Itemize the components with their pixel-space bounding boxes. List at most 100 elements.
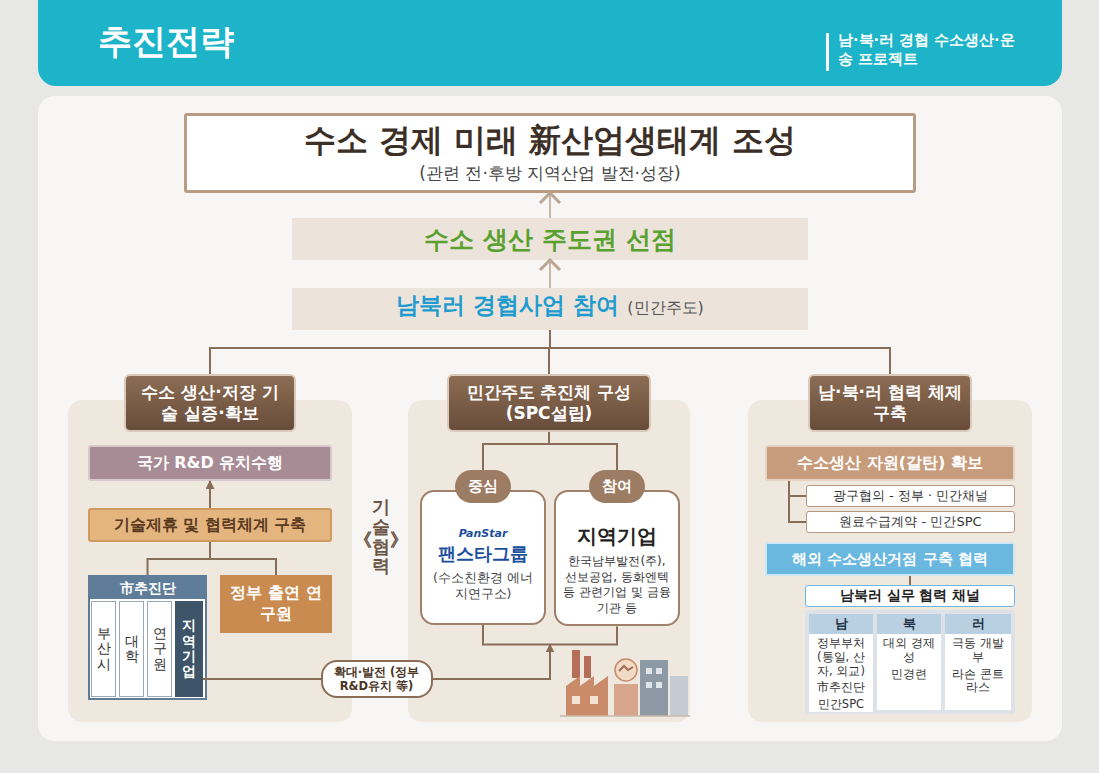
window	[656, 682, 662, 688]
goal-box: 수소 경제 미래 新산업생태계 조성 (관련 전·후방 지역산업 발전·성장)	[184, 113, 916, 193]
window	[646, 682, 652, 688]
chimney	[572, 650, 580, 678]
node-heading: 지역기업	[182, 618, 196, 680]
node-heading: 市추진단	[90, 577, 205, 599]
country-column: 북대외 경제성민경련	[877, 614, 941, 710]
connector	[483, 432, 549, 470]
connector	[549, 432, 617, 470]
connector	[210, 542, 276, 575]
node-text: 민경련	[889, 668, 929, 682]
header-band	[38, 0, 1062, 86]
building	[670, 676, 688, 716]
connector	[148, 542, 211, 575]
strategy-band: 남북러 경협사업 참여 (민간주도)	[292, 288, 808, 330]
node-text: 극동 개발부	[945, 637, 1011, 665]
node-heading: 기술제휴 및 협력체계 구축	[114, 515, 307, 536]
connector	[210, 330, 550, 374]
node-heading: 남북러 실무 협력 채널	[840, 587, 981, 605]
entity-box: 중심PanStar팬스타그룹(수소친환경 에너지연구소)	[420, 490, 546, 625]
connector	[789, 481, 806, 496]
node-text: 市추진단	[815, 681, 867, 695]
bracket-mark: 》	[390, 528, 410, 552]
node-text: 라손 콘트라스	[945, 668, 1011, 696]
window	[572, 696, 580, 704]
strategy-band: 수소 생산 주도권 선점	[292, 218, 808, 260]
node-heading: 민간주도 추진체 구성 (SPC설립)	[447, 374, 651, 432]
node-heading: 정부 출연 연구원	[226, 583, 326, 625]
connector	[203, 644, 550, 679]
node-text: 팬스타그룹	[438, 542, 528, 566]
node-heading: 원료수급계약 - 민간SPC	[839, 513, 981, 531]
member-column: 대학	[119, 601, 144, 697]
node-heading: 러	[945, 614, 1011, 634]
node-heading: 국가 R&D 유치수행	[137, 453, 284, 473]
window	[590, 696, 598, 704]
connector	[209, 481, 211, 508]
node-text: (관련 전·후방 지역산업 발전·성장)	[419, 162, 680, 185]
handshake-badge	[615, 659, 637, 681]
page-title: 추진전략	[98, 19, 234, 65]
process-box: 기술제휴 및 협력체계 구축	[88, 508, 332, 542]
ground-line	[560, 715, 690, 717]
connector	[549, 260, 551, 288]
node-text: 지역기업	[577, 523, 657, 550]
node-text: (민간주도)	[627, 298, 703, 319]
node-heading: 부산시	[97, 626, 111, 672]
country-column: 남정부부처 (통일, 산자, 외교) 市추진단민간SPC	[809, 614, 873, 712]
process-box: 국가 R&D 유치수행	[88, 445, 332, 481]
node-heading: 수소 경제 미래 新산업생태계 조성	[304, 121, 797, 159]
node-text: (수소친환경 에너지연구소)	[427, 570, 539, 603]
building	[640, 660, 668, 716]
bracket-mark: 《	[354, 528, 374, 552]
content-ground	[38, 96, 1062, 741]
process-box: 수소생산 자원(갈탄) 확보	[765, 445, 1015, 481]
window	[656, 668, 662, 674]
node-heading: 남북러 경협사업 참여	[396, 290, 619, 321]
member-column: 부산시	[91, 601, 116, 697]
window	[646, 668, 652, 674]
sub-box: 원료수급계약 - 민간SPC	[806, 511, 1015, 533]
connector	[549, 330, 550, 374]
node-text: PanStar	[459, 527, 508, 540]
connector	[789, 481, 806, 522]
channel-box: 남북러 실무 협력 채널	[805, 585, 1015, 607]
factory	[566, 676, 608, 716]
node-heading: 광구협의 - 정부 · 민간채널	[833, 487, 988, 505]
country-column: 러극동 개발부라손 콘트라스	[945, 614, 1011, 710]
node-heading: 연구원	[153, 626, 167, 672]
node-heading: 대학	[125, 634, 139, 665]
chimney	[584, 656, 591, 678]
process-box: 정부 출연 연구원	[220, 575, 332, 633]
node-heading: 남·북·러 협력 체제 구축	[808, 374, 972, 432]
node-heading: 남	[809, 614, 873, 634]
node-heading: 참여	[589, 470, 645, 503]
node-heading: 해외 수소생산거점 구축 협력	[792, 550, 988, 569]
node-heading: 중심	[455, 470, 511, 503]
edge-label: 확대·발전 (정부R&D유치 等)	[321, 660, 433, 699]
node-heading: 수소 생산·저장 기술 실증·확보	[124, 374, 296, 432]
strategy-panel: 수소 생산·저장 기술 실증·확보국가 R&D 유치수행기술제휴 및 협력체계 …	[68, 400, 352, 722]
header-subtitle: 남·북·러 경협 수소생산·운송 프로젝트	[838, 31, 1024, 69]
industry-illustration	[560, 650, 690, 716]
member-column: 연구원	[147, 601, 172, 697]
node-text: 한국남부발전(주), 선보공업, 동화엔텍 등 관련기업 및 금융기관 등	[561, 554, 673, 616]
node-heading: 북	[877, 614, 941, 634]
connector	[549, 193, 551, 218]
connector	[483, 625, 617, 644]
node-heading: 수소 생산 주도권 선점	[424, 223, 675, 256]
sub-box: 광구협의 - 정부 · 민간채널	[806, 485, 1015, 507]
header-bar	[826, 33, 829, 71]
handshake	[619, 666, 633, 671]
strategy-panel: 남·북·러 협력 체제 구축수소생산 자원(갈탄) 확보광구협의 - 정부 · …	[748, 400, 1032, 722]
entity-box: 참여지역기업한국남부발전(주), 선보공업, 동화엔텍 등 관련기업 및 금융기…	[554, 490, 680, 626]
group-box: 市추진단부산시 대학 연구원 지역기업	[88, 575, 207, 700]
node-text: 민간SPC	[816, 698, 866, 712]
member-column: 지역기업	[175, 601, 203, 697]
connector	[909, 576, 911, 585]
building	[614, 684, 638, 716]
process-box: 해외 수소생산거점 구축 협력	[765, 542, 1015, 576]
vertical-label: 기술협력	[372, 497, 390, 576]
node-text: 정부부처 (통일, 산자, 외교)	[809, 637, 873, 678]
node-text: 대외 경제성	[877, 637, 941, 665]
